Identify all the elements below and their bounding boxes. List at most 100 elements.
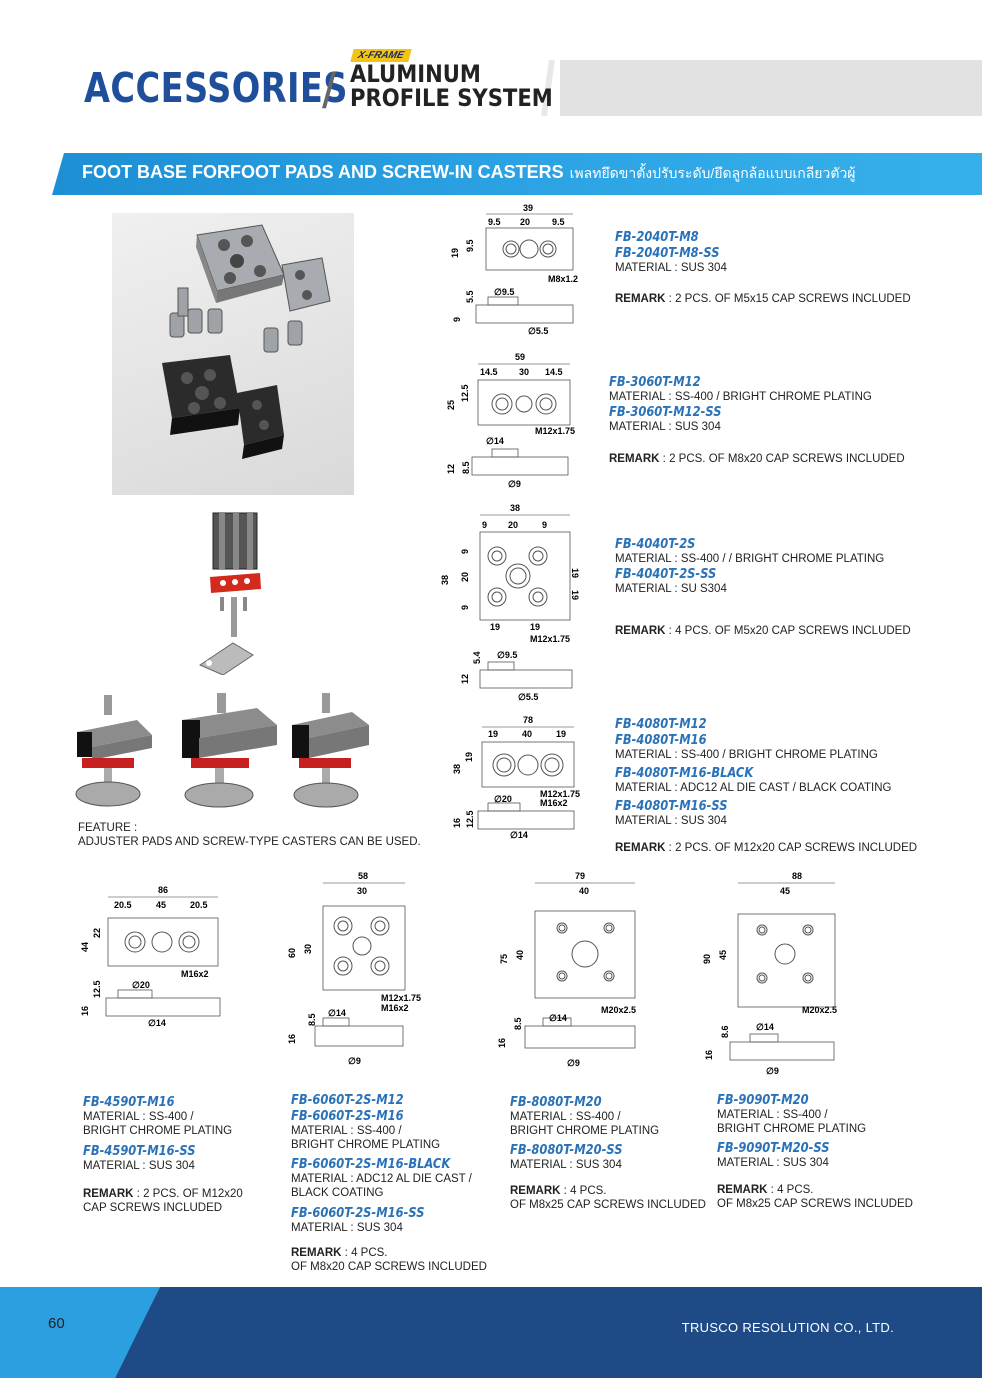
dim-side-h2: 16 [704,1050,714,1060]
remark: REMARK : 2 PCS. OF M8x20 CAP SCREWS INCL… [609,452,905,466]
dim-thread: M12x1.75 [535,426,575,436]
material: MATERIAL : SS-400 / [717,1109,828,1121]
feature-text: ADJUSTER PADS AND SCREW-TYPE CASTERS CAN… [78,836,421,848]
drawing-fb-8080: 79 40 75 40 M20x2.5 ∅14 ∅9 8.5 16 [497,871,636,1068]
dim-height: 44 [80,942,90,952]
dim-side-h2: 16 [287,1034,297,1044]
dim-d1: ∅9.5 [497,650,517,660]
product-code: FB-9090T-M20-SS [717,1140,830,1156]
drawing-fb-6060: 58 30 60 30 M12x1.75 M16x2 ∅14 ∅9 8.5 16 [287,871,421,1066]
dim-width: 86 [158,885,168,895]
feature-label: FEATURE : [78,822,138,834]
dim-height-half: 19 [464,752,474,762]
dim-d1: ∅14 [328,1008,346,1018]
drawing-fb-3060: 59 14.5 30 14.5 M12x1.75 25 12.5 ∅14 ∅9 … [446,352,575,489]
remark-text-2: CAP SCREWS INCLUDED [83,1202,223,1214]
product-code: FB-2040T-M8 [615,229,699,245]
spec-fb-6060: FB-6060T-2S-M12 FB-6060T-2S-M16 MATERIAL… [291,1092,487,1274]
dim-width: 58 [358,871,368,881]
dim-a: 19 [488,729,498,739]
remark-text: : 4 PCS. [341,1247,388,1259]
leveling-feet-illustration [75,693,369,808]
page-title: ACCESSORIES [84,64,348,112]
remark-label: REMARK [615,293,666,305]
product-code: FB-3060T-M12 [609,374,701,390]
product-code: FB-4590T-M16-SS [83,1143,196,1159]
dim-thread-2: M16x2 [381,1003,409,1013]
dim-width: 88 [792,871,802,881]
subtitle-line-1: ALUMINUM [350,60,481,88]
dim-thread: M20x2.5 [802,1005,837,1015]
dim-height: 38 [452,764,462,774]
dim-height-half: 45 [718,950,728,960]
dim-side-h2: 12 [460,674,470,684]
material: MATERIAL : SUS 304 [83,1160,195,1172]
remark-text: : 2 PCS. OF M12x20 [133,1188,243,1200]
dim-d2: ∅9 [348,1056,361,1066]
dim-b: 45 [156,900,166,910]
dim-b: 20 [508,520,518,530]
product-code: FB-6060T-2S-M16 [291,1108,404,1124]
dim-height: 75 [499,954,509,964]
dim-d2: ∅9 [508,479,521,489]
remark: REMARK : 2 PCS. OF M5x15 CAP SCREWS INCL… [615,292,911,306]
remark-text: : 4 PCS. OF M5x20 CAP SCREWS INCLUDED [665,625,911,637]
material: MATERIAL : ADC12 AL DIE CAST / BLACK COA… [615,782,892,794]
dim-side-h: 8.6 [720,1025,730,1038]
dim-b: 30 [357,886,367,896]
dim-thread: M8x1.25 [548,274,578,284]
remark-text: : 4 PCS. [560,1185,607,1197]
dim-c: 14.5 [545,367,563,377]
dim-c: 9 [542,520,547,530]
drawing-fb-4040: 38 9 20 9 38 9 20 9 19 19 19 19 M12x1.75… [440,503,580,702]
dim-side-h: 5.5 [465,290,475,303]
material: MATERIAL : SUS 304 [615,815,727,827]
dim-side-h: 8.5 [513,1017,523,1030]
drawing-fb-9090: 88 45 90 45 M20x2.5 ∅14 ∅9 8.6 16 [702,871,837,1076]
spec-fb-4040: FB-4040T-2S MATERIAL : SS-400 / / BRIGHT… [615,536,911,638]
dim-height: 19 [450,248,460,258]
product-code: FB-4590T-M16 [83,1094,175,1110]
product-code: FB-4040T-2S-SS [615,566,717,582]
material: MATERIAL : SS-400 / [291,1125,402,1137]
section-title-th: เพลทยึดขาตั้งปรับระดับ/ยึดลูกล้อแบบเกลีย… [569,165,856,181]
product-code: FB-6060T-2S-M16-BLACK [291,1156,451,1172]
dim-width: 39 [523,203,533,213]
material: MATERIAL : SS-400 / / BRIGHT CHROME PLAT… [615,553,885,565]
dim-d2: ∅14 [510,830,528,840]
remark: REMARK : 2 PCS. OF M12x20 [83,1187,243,1201]
dim-side-h2: 12 [446,464,456,474]
product-code: FB-9090T-M20 [717,1092,809,1108]
dim-height-half: 9.5 [465,239,475,252]
remark-label: REMARK [717,1184,768,1196]
product-code: FB-4080T-M16 [615,732,707,748]
dim-thread: M16x2 [181,969,209,979]
remark: REMARK : 2 PCS. OF M12x20 CAP SCREWS INC… [615,841,917,855]
product-code: FB-8080T-M20 [510,1094,602,1110]
dim-side-h: 8.5 [461,461,471,474]
product-code: FB-8080T-M20-SS [510,1142,623,1158]
spec-fb-8080: FB-8080T-M20 MATERIAL : SS-400 / BRIGHT … [510,1094,706,1212]
dim-width: 59 [515,352,525,362]
subtitle-line-2: PROFILE SYSTEM [350,84,553,112]
dim-bottom-2: 19 [530,622,540,632]
dim-a: 9.5 [488,217,501,227]
product-code: FB-2040T-M8-SS [615,245,720,261]
dim-c: 9.5 [552,217,565,227]
dim-d2: ∅9 [567,1058,580,1068]
dim-side-h: 12.5 [465,810,475,828]
header-decor-bar [560,60,982,116]
material: MATERIAL : SS-400 / BRIGHT CHROME PLATIN… [615,749,878,761]
remark-text: : 2 PCS. OF M5x15 CAP SCREWS INCLUDED [665,293,911,305]
material: MATERIAL : SUS 304 [510,1159,622,1171]
dim-c: 19 [556,729,566,739]
material: MATERIAL : SS-400 / [83,1111,194,1123]
dim-side-h: 8.5 [307,1013,317,1026]
company-name: TRUSCO RESOLUTION CO., LTD. [681,1320,894,1335]
material: BRIGHT CHROME PLATING [717,1123,867,1135]
dim-d1: ∅14 [549,1013,567,1023]
dim-side-h: 12.5 [92,980,102,998]
remark-label: REMARK [83,1188,134,1200]
spec-fb-9090: FB-9090T-M20 MATERIAL : SS-400 / BRIGHT … [717,1092,913,1211]
dim-height-half: 22 [92,928,102,938]
